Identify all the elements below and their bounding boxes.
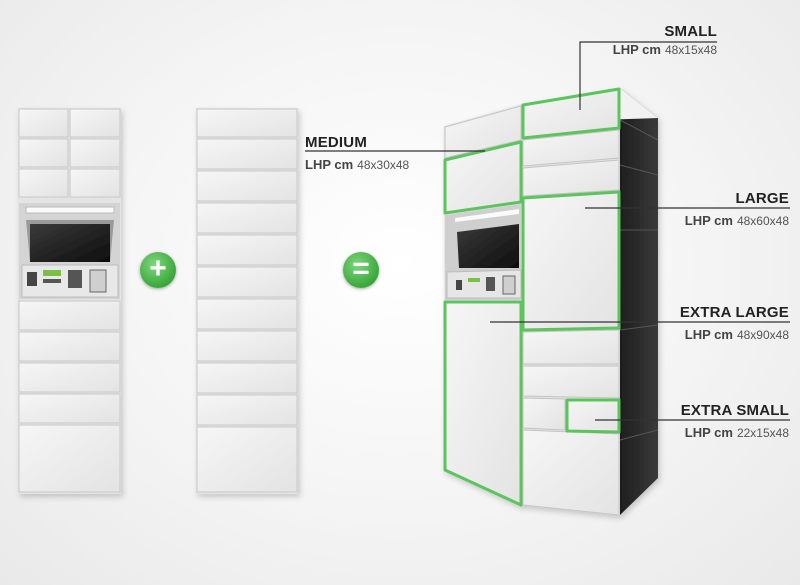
extra-large-unit: LHP cm [684, 327, 733, 342]
extra-large-highlight [443, 300, 523, 507]
assembled-locker [443, 87, 659, 516]
small-unit: LHP cm [612, 42, 661, 57]
large-title: LARGE [735, 190, 789, 207]
size-highlights [443, 87, 621, 507]
extra-small-highlight [565, 398, 621, 434]
equals-icon: = [343, 252, 379, 288]
large-unit: LHP cm [684, 213, 733, 228]
extra-small-unit: LHP cm [684, 425, 733, 440]
leader-lines [305, 41, 790, 421]
extra-small-title: EXTRA SMALL [680, 402, 789, 419]
small-leader [579, 41, 717, 110]
medium-title: MEDIUM [305, 134, 368, 151]
extension-module [196, 108, 298, 494]
medium-unit: LHP cm [305, 157, 354, 172]
plus-icon: + [140, 252, 176, 288]
large-dims: 48x60x48 [736, 214, 789, 228]
extra-large-title: EXTRA LARGE [679, 304, 789, 321]
small-highlight [521, 87, 621, 140]
medium-dims: 48x30x48 [357, 158, 410, 172]
terminal-module [18, 108, 121, 494]
small-title: SMALL [664, 23, 717, 40]
small-dims: 48x15x48 [664, 43, 717, 57]
extra-small-dims: 22x15x48 [736, 426, 789, 440]
extra-large-dims: 48x90x48 [736, 328, 789, 342]
large-highlight [521, 190, 621, 332]
medium-highlight [443, 140, 523, 215]
